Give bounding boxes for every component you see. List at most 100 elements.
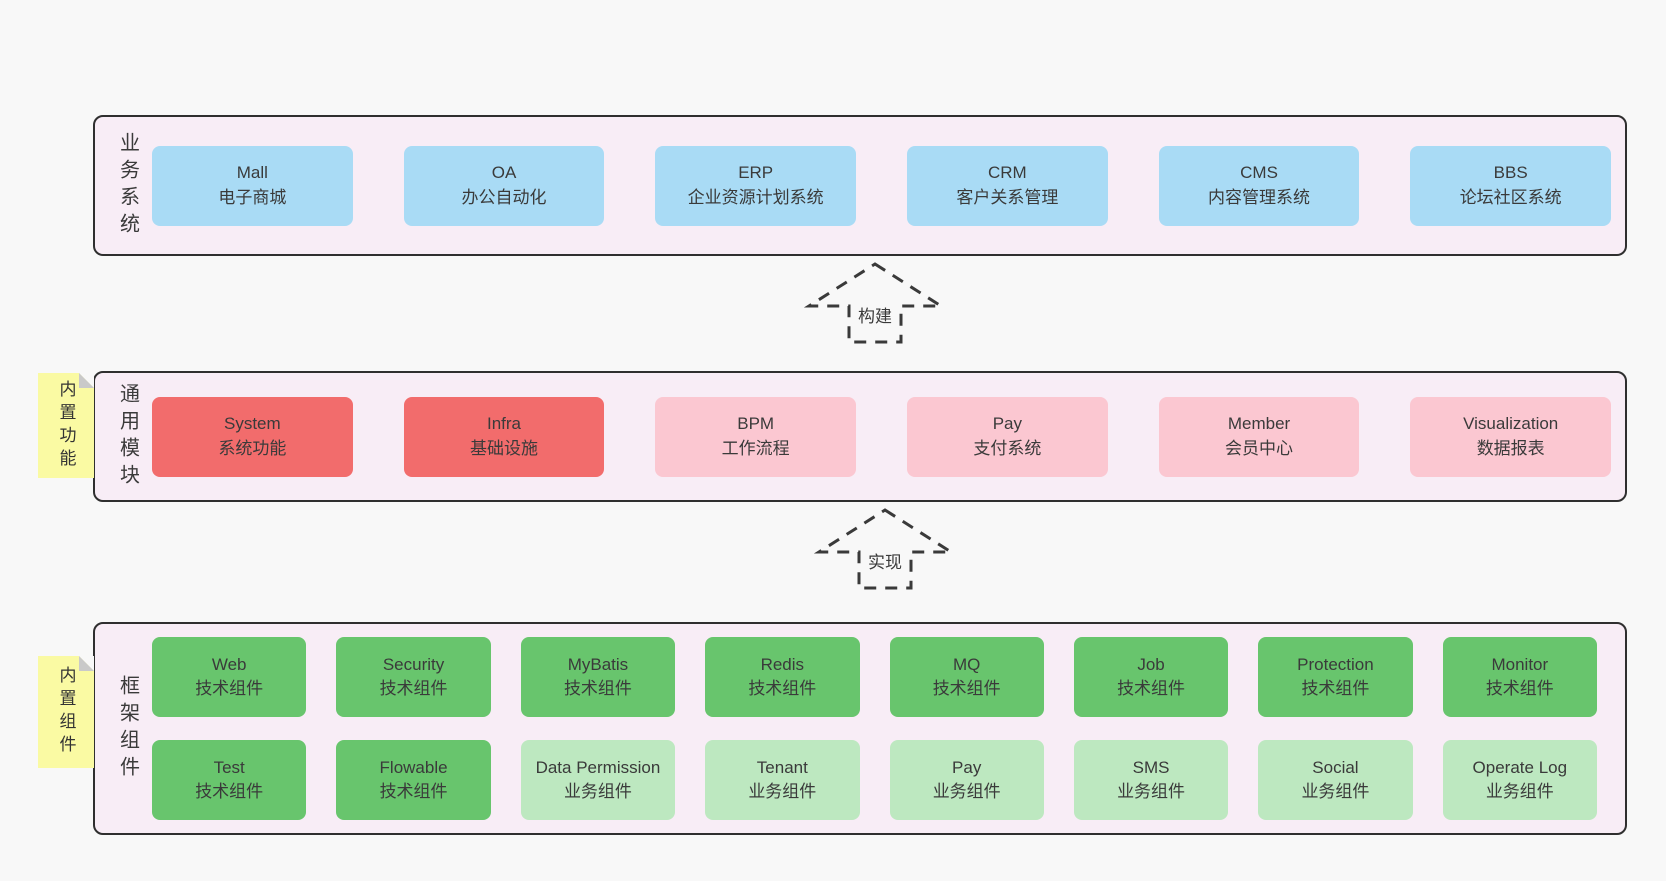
- component-row: Mall 电子商城 OA 办公自动化 ERP 企业资源计划系统 CRM 客户关系管理 CMS 内容…: [152, 145, 1612, 226]
- component-name: Mall: [236, 163, 268, 183]
- component-desc: 技术组件: [563, 679, 632, 698]
- component-desc: 客户关系管理: [956, 187, 1059, 207]
- component-box-bpm: BPM 工作流程: [655, 396, 857, 477]
- component-box-data-permission: Data Permission 业务组件: [520, 740, 676, 820]
- arrow-build: 构建: [803, 260, 947, 346]
- component-name: Operate Log: [1472, 757, 1568, 777]
- dashed-up-arrow-icon: [803, 262, 947, 344]
- component-desc: 技术组件: [1117, 679, 1186, 698]
- sticky-builtin-components-label: 内置组件: [56, 666, 76, 758]
- component-box-protection: Protection 技术组件: [1258, 637, 1413, 717]
- component-desc: 论坛社区系统: [1459, 187, 1562, 207]
- component-name: Tenant: [756, 757, 808, 777]
- component-name: ERP: [738, 163, 774, 183]
- component-desc: 企业资源计划系统: [687, 187, 824, 207]
- component-desc: 业务组件: [1117, 782, 1186, 801]
- component-box-system: System 系统功能: [152, 396, 353, 477]
- component-desc: 基础设施: [470, 438, 538, 458]
- component-desc: 业务组件: [1301, 782, 1370, 801]
- component-desc: 业务组件: [932, 782, 1001, 801]
- component-name: Security: [382, 654, 445, 674]
- component-desc: 数据报表: [1476, 438, 1545, 458]
- component-desc: 技术组件: [379, 679, 448, 698]
- component-name: Web: [211, 654, 247, 674]
- component-desc: 系统功能: [218, 438, 287, 458]
- component-box-test: Test 技术组件: [152, 740, 307, 820]
- component-box-social: Social 业务组件: [1258, 740, 1413, 820]
- band-label-business-systems: 业务系统: [116, 131, 139, 240]
- band-label-common-modules: 通用模块: [116, 382, 139, 491]
- component-box-erp: ERP 企业资源计划系统: [655, 145, 857, 226]
- component-box-mybatis: MyBatis 技术组件: [520, 637, 676, 717]
- component-box-crm: CRM 客户关系管理: [907, 145, 1108, 226]
- band-label-framework-components: 框架组件: [116, 674, 139, 783]
- component-name: Pay: [952, 757, 982, 777]
- arrow-build-label: 构建: [854, 300, 896, 329]
- component-box-operate-log: Operate Log 业务组件: [1442, 740, 1597, 820]
- component-name: BPM: [737, 414, 775, 434]
- component-desc: 技术组件: [932, 679, 1001, 698]
- component-box-job: Job 技术组件: [1073, 637, 1229, 717]
- component-box-security: Security 技术组件: [336, 637, 491, 717]
- component-name: Job: [1137, 654, 1165, 674]
- component-desc: 办公自动化: [461, 187, 547, 207]
- component-name: Protection: [1297, 654, 1374, 674]
- component-desc: 技术组件: [379, 782, 448, 801]
- band-rows: Mall 电子商城 OA 办公自动化 ERP 企业资源计划系统 CRM 客户关系管理 CMS 内容…: [152, 117, 1612, 254]
- arrow-implement: 实现: [813, 506, 957, 592]
- component-name: Pay: [992, 414, 1022, 434]
- component-desc: 工作流程: [721, 438, 790, 458]
- component-box-cms: CMS 内容管理系统: [1158, 145, 1360, 226]
- component-name: Test: [213, 757, 245, 777]
- component-desc: 业务组件: [1485, 782, 1554, 801]
- component-box-tenant: Tenant 业务组件: [705, 740, 860, 820]
- sticky-builtin-features-label: 内置功能: [56, 379, 76, 472]
- component-desc: 业务组件: [748, 782, 817, 801]
- component-desc: 技术组件: [195, 782, 264, 801]
- component-desc: 技术组件: [1485, 679, 1554, 698]
- band-rows: System 系统功能 Infra 基础设施 BPM 工作流程 Pay 支付系统 Member 会…: [152, 373, 1612, 500]
- component-name: System: [223, 414, 281, 434]
- component-name: Data Permission: [535, 757, 661, 777]
- arrow-implement-label: 实现: [864, 546, 906, 575]
- component-name: MyBatis: [567, 654, 629, 674]
- component-desc: 电子商城: [218, 187, 287, 207]
- component-row: System 系统功能 Infra 基础设施 BPM 工作流程 Pay 支付系统 Member 会…: [152, 396, 1612, 477]
- sticky-builtin-features: 内置功能: [38, 373, 94, 478]
- component-desc: 会员中心: [1225, 438, 1294, 458]
- component-name: Member: [1227, 414, 1291, 434]
- component-name: Social: [1312, 757, 1359, 777]
- component-box-infra: Infra 基础设施: [403, 396, 605, 477]
- component-box-monitor: Monitor 技术组件: [1442, 637, 1597, 717]
- component-name: BBS: [1493, 163, 1528, 183]
- component-desc: 业务组件: [563, 782, 632, 801]
- component-desc: 支付系统: [973, 438, 1042, 458]
- dashed-up-arrow-icon: [813, 508, 957, 590]
- component-desc: 技术组件: [1301, 679, 1370, 698]
- component-box-visualization: Visualization 数据报表: [1410, 396, 1612, 477]
- component-box-member: Member 会员中心: [1158, 396, 1360, 477]
- component-desc: 内容管理系统: [1208, 187, 1311, 207]
- component-name: OA: [491, 163, 517, 183]
- component-desc: 技术组件: [748, 679, 817, 698]
- component-name: CRM: [987, 163, 1027, 183]
- band-common-modules: 通用模块 System 系统功能 Infra 基础设施 BPM 工作流程 Pay 支付系统 Me…: [93, 371, 1627, 502]
- sticky-builtin-components: 内置组件: [38, 656, 94, 768]
- component-name: Monitor: [1491, 654, 1549, 674]
- component-box-pay: Pay 业务组件: [889, 740, 1044, 820]
- component-name: Visualization: [1463, 414, 1559, 434]
- component-box-oa: OA 办公自动化: [403, 145, 605, 226]
- component-name: CMS: [1240, 163, 1278, 183]
- component-box-pay: Pay 支付系统: [907, 396, 1108, 477]
- component-box-bbs: BBS 论坛社区系统: [1410, 145, 1612, 226]
- component-name: Infra: [486, 414, 522, 434]
- component-name: SMS: [1132, 757, 1170, 777]
- band-business-systems: 业务系统 Mall 电子商城 OA 办公自动化 ERP 企业资源计划系统 CRM 客户关系管理…: [93, 115, 1627, 256]
